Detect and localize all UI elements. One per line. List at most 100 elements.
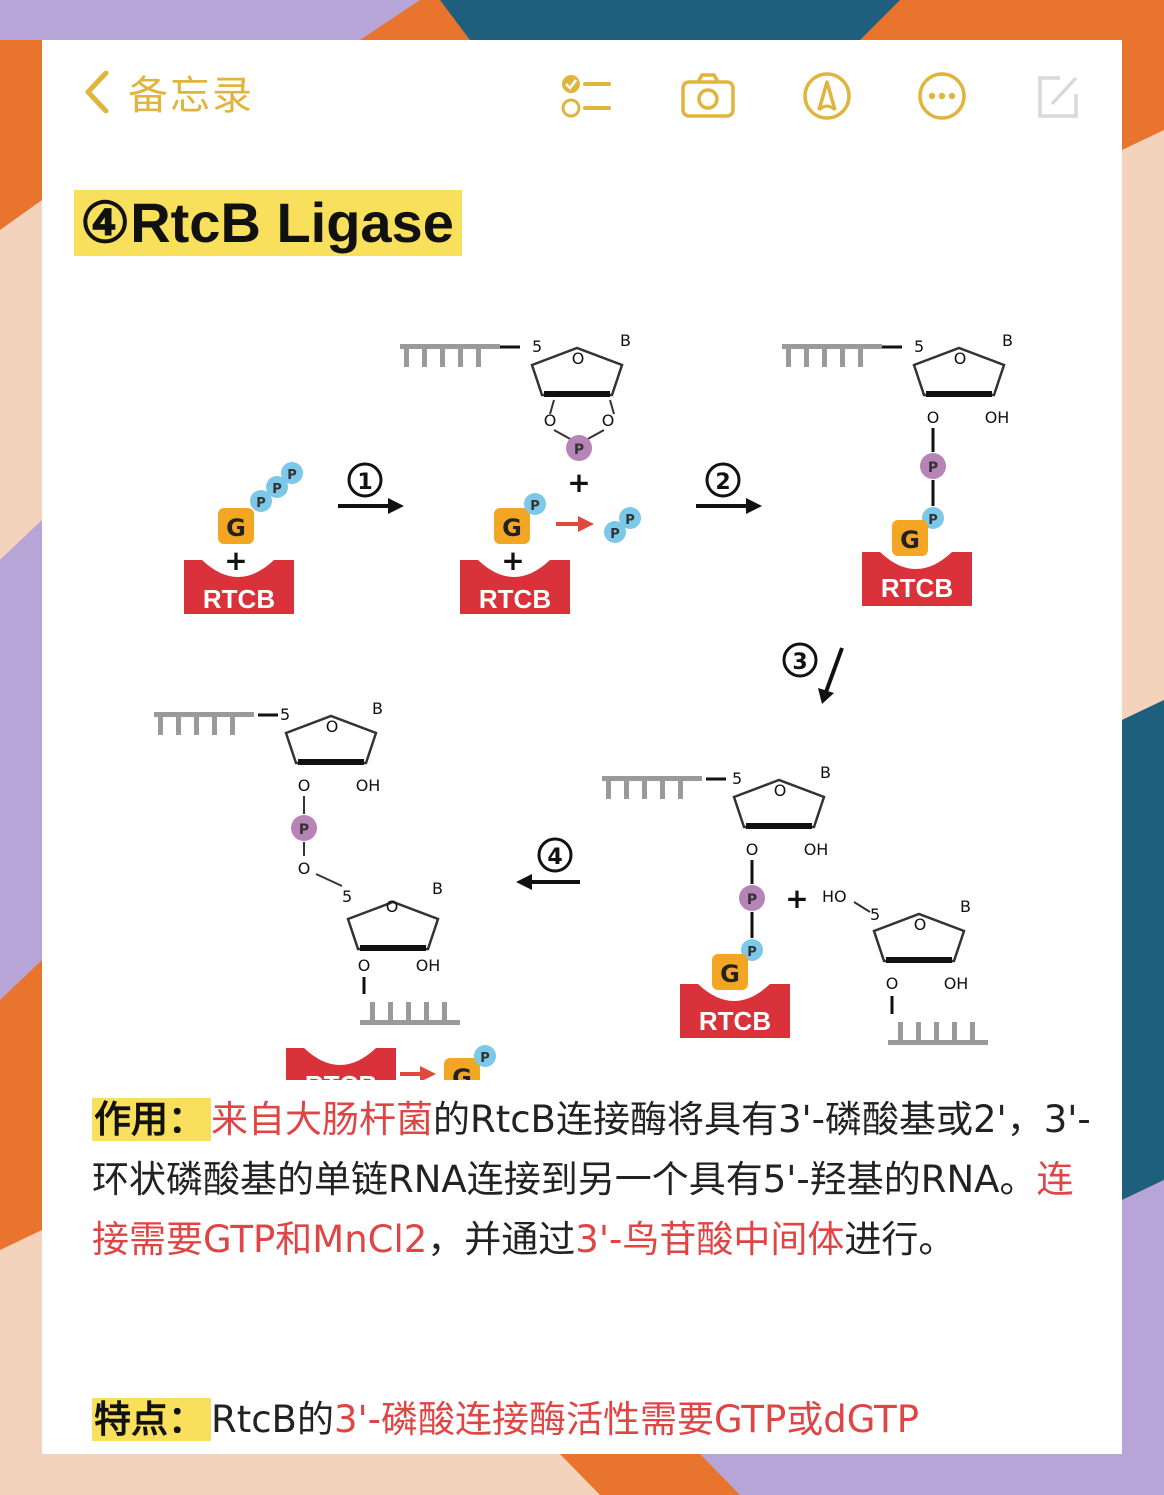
panel-phosphate-transfer: 5 B O O OH P P G RTCB [782, 331, 1013, 606]
feature-text-1: RtcB的 [211, 1398, 334, 1441]
svg-text:OH: OH [985, 408, 1010, 427]
function-red-2: 连接需要GTP和MnCl2 [92, 1158, 1074, 1261]
svg-text:RTCB: RTCB [305, 1070, 377, 1080]
back-label: 备忘录 [128, 73, 254, 119]
more-button[interactable] [914, 70, 970, 122]
svg-text:2: 2 [715, 470, 730, 495]
svg-text:5: 5 [914, 337, 924, 356]
svg-text:P: P [530, 499, 540, 514]
panel-cyclic-phosphate: 5 B O O O P + RTCB + G P P P [400, 331, 641, 614]
svg-text:OH: OH [356, 776, 381, 795]
markup-button[interactable] [799, 70, 855, 122]
svg-text:O: O [358, 956, 371, 975]
svg-text:OH: OH [804, 840, 829, 859]
svg-text:O: O [386, 897, 399, 916]
camera-button[interactable] [680, 70, 736, 122]
markup-pen-icon [803, 72, 851, 120]
camera-icon [681, 73, 735, 118]
note-title: ④RtcB Ligase [74, 190, 462, 256]
panel-ligated-product: 5 B O O OH P O 5 B O O OH RTCB G P [154, 699, 496, 1080]
svg-text:RTCB: RTCB [699, 1006, 771, 1036]
svg-text:4: 4 [547, 845, 562, 870]
svg-text:B: B [960, 897, 971, 916]
svg-text:5: 5 [342, 887, 352, 906]
svg-text:O: O [572, 349, 585, 368]
svg-text:+: + [501, 544, 524, 577]
svg-text:O: O [914, 915, 927, 934]
checklist-button[interactable] [557, 70, 613, 122]
svg-text:G: G [900, 526, 920, 554]
rtcb-mechanism-diagram: RTCB + G P P P 1 5 B O O O [154, 331, 1013, 1080]
function-paragraph: 作用：来自大肠杆菌的RtcB连接酶将具有3'-磷酸基或2'，3'-环状磷酸基的单… [92, 1090, 1102, 1270]
function-text-2: ，并通过 [427, 1218, 576, 1261]
step-3-arrow: 3 [782, 642, 844, 704]
svg-text:RTCB: RTCB [479, 584, 551, 614]
compose-icon [1038, 76, 1078, 118]
note-card: 备忘录 [42, 40, 1122, 1454]
svg-text:+: + [224, 544, 247, 577]
svg-text:OH: OH [944, 974, 969, 993]
svg-text:HO: HO [822, 887, 847, 906]
svg-text:B: B [620, 331, 631, 350]
svg-text:P: P [747, 945, 757, 960]
svg-text:P: P [256, 496, 266, 511]
title-text: ④RtcB Ligase [74, 190, 462, 256]
svg-text:P: P [747, 892, 757, 908]
feature-label: 特点： [92, 1398, 211, 1441]
svg-text:5: 5 [870, 905, 880, 924]
svg-text:P: P [574, 442, 584, 458]
checklist-icon [561, 75, 611, 118]
svg-text:P: P [480, 1051, 490, 1066]
panel-initial-enzyme: RTCB + G P P P [184, 462, 303, 614]
navigation-bar: 备忘录 [42, 40, 1122, 150]
step-1-arrow: 1 [338, 462, 404, 514]
svg-text:5: 5 [280, 705, 290, 724]
svg-text:+: + [785, 882, 808, 915]
svg-text:O: O [602, 411, 615, 430]
svg-text:5: 5 [732, 769, 742, 788]
svg-text:OH: OH [416, 956, 441, 975]
svg-text:G: G [720, 960, 740, 988]
svg-text:1: 1 [357, 470, 372, 495]
feature-paragraph: 特点：RtcB的3'-磷酸连接酶活性需要GTP或dGTP [92, 1390, 1102, 1450]
svg-text:O: O [927, 408, 940, 427]
back-button[interactable]: 备忘录 [80, 62, 254, 122]
svg-text:B: B [432, 879, 443, 898]
gtp-node [218, 508, 254, 544]
function-text-1: 的RtcB连接酶将具有3'-磷酸基或2'，3'-环状磷酸基的单链RNA连接到另一… [92, 1098, 1091, 1201]
rtcb-label: RTCB [203, 584, 275, 614]
svg-text:O: O [746, 840, 759, 859]
svg-text:O: O [544, 411, 557, 430]
step-4-arrow: 4 [516, 837, 580, 890]
svg-text:O: O [298, 859, 311, 878]
svg-text:5: 5 [532, 337, 542, 356]
svg-text:+: + [567, 466, 590, 499]
step-2-arrow: 2 [696, 462, 762, 514]
compose-button[interactable] [1030, 70, 1086, 122]
function-red-1: 来自大肠杆菌 [211, 1098, 433, 1141]
svg-text:O: O [774, 781, 787, 800]
svg-text:B: B [1002, 331, 1013, 350]
svg-text:P: P [610, 527, 620, 542]
svg-text:O: O [326, 717, 339, 736]
panel-acceptor-approach: 5 B O O OH P P G RTCB + HO 5 B O O OH [602, 763, 988, 1045]
svg-text:G: G [452, 1064, 472, 1080]
svg-text:P: P [272, 482, 282, 497]
function-label: 作用： [92, 1098, 211, 1141]
svg-text:P: P [928, 460, 938, 476]
svg-text:3: 3 [792, 650, 807, 675]
svg-text:O: O [886, 974, 899, 993]
svg-text:P: P [299, 822, 309, 838]
svg-text:G: G [502, 514, 522, 542]
svg-text:P: P [928, 513, 938, 528]
function-text-3: 进行。 [844, 1218, 956, 1261]
svg-text:RTCB: RTCB [881, 573, 953, 603]
function-red-3: 3'-鸟苷酸中间体 [575, 1218, 845, 1261]
svg-text:O: O [954, 349, 967, 368]
more-icon [918, 72, 966, 120]
svg-text:P: P [287, 468, 297, 483]
svg-text:B: B [820, 763, 831, 782]
chevron-left-icon [85, 70, 109, 114]
svg-text:G: G [226, 514, 246, 542]
svg-text:O: O [298, 776, 311, 795]
